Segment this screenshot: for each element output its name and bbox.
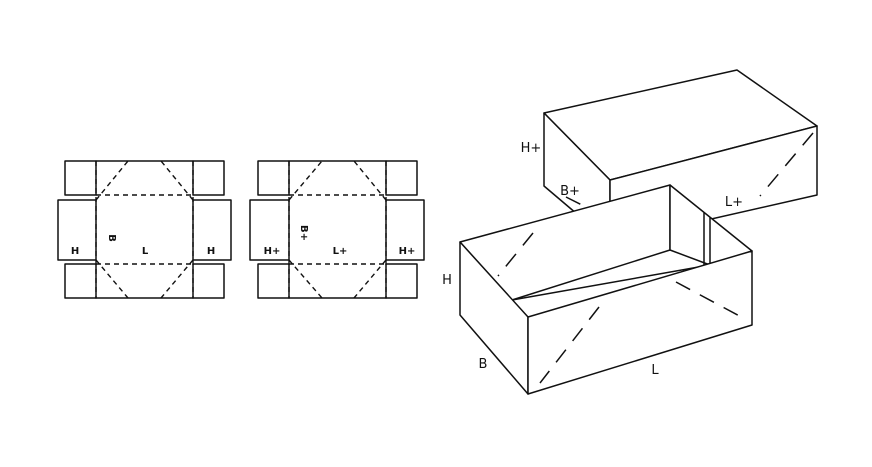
net-corner-flap bbox=[257, 263, 290, 299]
net-corner-fold bbox=[160, 259, 194, 299]
net-side-flap-right bbox=[385, 199, 425, 261]
dimension-label: B bbox=[106, 234, 117, 242]
net-corner-fold bbox=[95, 259, 129, 299]
net-corner-flap bbox=[64, 263, 97, 299]
dimension-label: L bbox=[651, 363, 659, 378]
net-corner-fold bbox=[288, 259, 323, 299]
net-corner-flap bbox=[385, 160, 418, 196]
dimension-label: L bbox=[142, 246, 149, 257]
base-floor-edge bbox=[511, 264, 711, 301]
base-inner-diagonal bbox=[497, 232, 534, 277]
net-side-flap-right bbox=[192, 199, 232, 261]
net-corner-flap bbox=[385, 263, 418, 299]
base-front-diagonal bbox=[675, 281, 748, 321]
net-corner-flap bbox=[192, 263, 225, 299]
dimension-label: H bbox=[442, 273, 452, 288]
dimension-label: B bbox=[479, 357, 488, 372]
dimension-label: H bbox=[71, 246, 79, 257]
base-3d-view: H B L bbox=[442, 184, 753, 395]
base-flat-net: H L H B bbox=[57, 160, 232, 299]
net-corner-fold bbox=[95, 160, 129, 201]
dimension-label: L+ bbox=[725, 195, 743, 210]
lid-front-diagonal bbox=[759, 132, 814, 197]
dimension-label: B+ bbox=[560, 184, 580, 199]
net-corner-fold bbox=[353, 160, 387, 201]
base-front-face bbox=[527, 250, 753, 395]
net-corner-flap bbox=[257, 160, 290, 196]
dimension-label: H bbox=[207, 246, 215, 257]
dimension-label: L+ bbox=[333, 246, 348, 257]
net-corner-fold bbox=[160, 160, 194, 201]
net-side-flap-left bbox=[249, 199, 290, 261]
lid-flat-net: H+ L+ H+ B+ bbox=[249, 160, 425, 299]
net-side-flap-left bbox=[57, 199, 97, 261]
net-corner-flap bbox=[64, 160, 97, 196]
net-corner-fold bbox=[353, 259, 387, 299]
dimension-label: H+ bbox=[521, 141, 542, 156]
dimension-label: H+ bbox=[264, 246, 281, 257]
net-corner-fold bbox=[288, 160, 323, 201]
dimension-label: B+ bbox=[298, 225, 309, 241]
dimension-label: H+ bbox=[399, 246, 416, 257]
net-corner-flap bbox=[192, 160, 225, 196]
